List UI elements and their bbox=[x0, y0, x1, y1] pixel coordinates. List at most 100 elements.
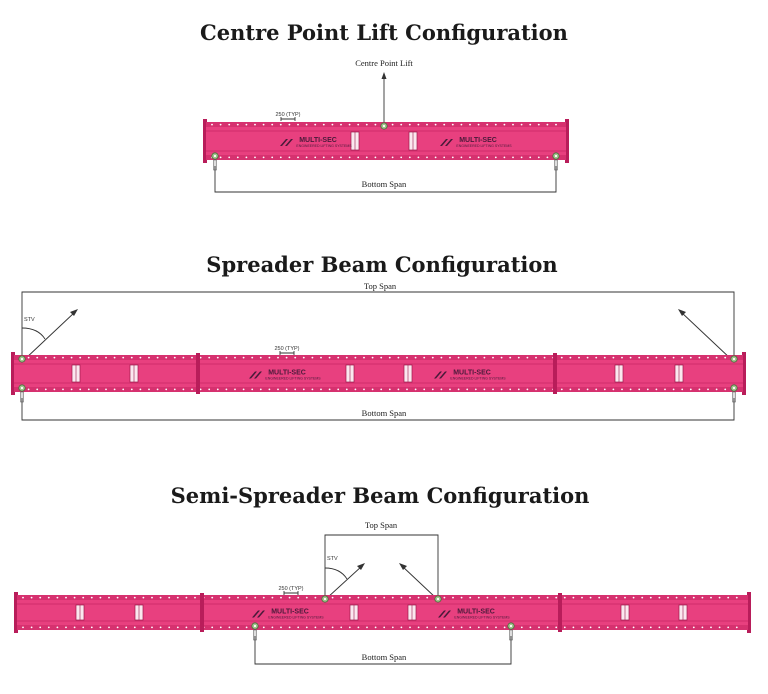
bolt-hole bbox=[649, 626, 652, 629]
bolt-hole bbox=[340, 596, 343, 599]
end-plate bbox=[565, 119, 569, 163]
end-plate bbox=[742, 352, 746, 395]
top-span-line-3 bbox=[324, 534, 439, 600]
bolt-hole bbox=[122, 356, 125, 359]
bolt-hole bbox=[211, 123, 213, 126]
bolt-hole bbox=[658, 596, 661, 599]
bolt-hole bbox=[331, 626, 334, 629]
bolt-hole bbox=[156, 388, 159, 391]
bolt-hole bbox=[53, 356, 56, 359]
bolt-hole bbox=[371, 388, 374, 391]
bolt-hole bbox=[22, 626, 24, 629]
bottom-span-line-3 bbox=[254, 636, 512, 665]
bolt-hole bbox=[234, 388, 236, 391]
shackle-pin bbox=[323, 597, 327, 601]
bolt-hole bbox=[457, 356, 460, 359]
bolt-hole bbox=[234, 356, 236, 359]
bolt-hole bbox=[581, 626, 583, 629]
bolt-hole bbox=[735, 596, 738, 599]
bolt-hole bbox=[277, 388, 279, 391]
bolt-hole bbox=[148, 388, 150, 391]
bolt-hole bbox=[698, 388, 701, 391]
bolt-hole bbox=[176, 626, 179, 629]
bolt-hole bbox=[572, 596, 575, 599]
bolt-hole bbox=[684, 596, 687, 599]
bolt-hole bbox=[56, 626, 59, 629]
bolt-hole bbox=[79, 388, 82, 391]
bolt-hole bbox=[615, 626, 618, 629]
bolt-hole bbox=[363, 388, 365, 391]
bolt-hole bbox=[414, 388, 417, 391]
bolt-hole bbox=[30, 626, 33, 629]
bolt-hole bbox=[251, 356, 254, 359]
brand-logo-text: MULTI-SEC bbox=[271, 609, 309, 616]
bolt-hole bbox=[302, 356, 305, 359]
bolt-hole bbox=[142, 596, 145, 599]
bolt-hole bbox=[391, 596, 394, 599]
bolt-hole bbox=[236, 123, 239, 126]
bolt-hole bbox=[254, 156, 256, 159]
bolt-hole bbox=[589, 596, 592, 599]
bolt-hole bbox=[348, 596, 351, 599]
bolt-hole bbox=[73, 626, 76, 629]
bottom-span-label-1: Bottom Span bbox=[362, 179, 407, 189]
bolt-hole bbox=[225, 356, 228, 359]
bolt-hole bbox=[469, 596, 472, 599]
angle-arc-2 bbox=[21, 327, 46, 340]
bolt-hole bbox=[526, 356, 529, 359]
bolt-hole bbox=[228, 626, 231, 629]
bolt-hole bbox=[727, 626, 730, 629]
bolt-hole bbox=[512, 123, 514, 126]
brand-logo-text: MULTI-SEC bbox=[299, 137, 337, 144]
bolt-hole bbox=[22, 596, 24, 599]
bolt-hole bbox=[345, 356, 348, 359]
bolt-hole bbox=[271, 626, 274, 629]
bolt-hole bbox=[176, 596, 179, 599]
bolt-hole bbox=[73, 596, 76, 599]
bolt-hole bbox=[586, 356, 589, 359]
bolt-hole bbox=[469, 626, 472, 629]
bolt-hole bbox=[254, 596, 257, 599]
bolt-hole bbox=[251, 388, 254, 391]
bolt-hole bbox=[337, 356, 340, 359]
bolt-hole bbox=[199, 388, 202, 391]
bolt-hole bbox=[320, 388, 322, 391]
bolt-hole bbox=[684, 626, 687, 629]
pitch-label-3: 250 (TYP) bbox=[278, 586, 303, 592]
bolt-hole bbox=[400, 596, 403, 599]
bolt-hole bbox=[546, 596, 549, 599]
bolt-hole bbox=[408, 156, 411, 159]
brand-logo-mark bbox=[438, 610, 451, 618]
end-plate bbox=[747, 592, 751, 633]
angle-label-2: STV bbox=[24, 317, 35, 323]
bolt-hole bbox=[105, 388, 107, 391]
bolt-hole bbox=[159, 626, 162, 629]
bolt-hole bbox=[612, 388, 615, 391]
bolt-hole bbox=[323, 626, 325, 629]
bolt-hole bbox=[400, 626, 403, 629]
bolt-hole bbox=[277, 356, 279, 359]
bolt-hole bbox=[194, 626, 196, 629]
bolt-hole bbox=[125, 596, 128, 599]
bolt-hole bbox=[219, 156, 222, 159]
bolt-hole bbox=[168, 626, 171, 629]
bolt-hole bbox=[374, 626, 377, 629]
bolt-hole bbox=[322, 123, 325, 126]
brand-logo-mark bbox=[252, 610, 265, 618]
bolt-hole bbox=[624, 626, 626, 629]
bolt-hole bbox=[469, 123, 471, 126]
bolt-hole bbox=[366, 626, 368, 629]
bolt-hole bbox=[65, 626, 67, 629]
bolt-hole bbox=[211, 626, 214, 629]
bolt-hole bbox=[477, 626, 480, 629]
bolt-hole bbox=[529, 626, 532, 629]
bolt-hole bbox=[460, 123, 463, 126]
bolt-hole bbox=[443, 596, 446, 599]
bolt-hole bbox=[664, 356, 666, 359]
end-plate bbox=[14, 592, 18, 633]
pitch-dim-1 bbox=[280, 117, 296, 121]
bolt-hole bbox=[199, 356, 202, 359]
bolt-hole bbox=[543, 388, 546, 391]
bolt-hole bbox=[641, 596, 644, 599]
bolt-hole bbox=[165, 356, 168, 359]
